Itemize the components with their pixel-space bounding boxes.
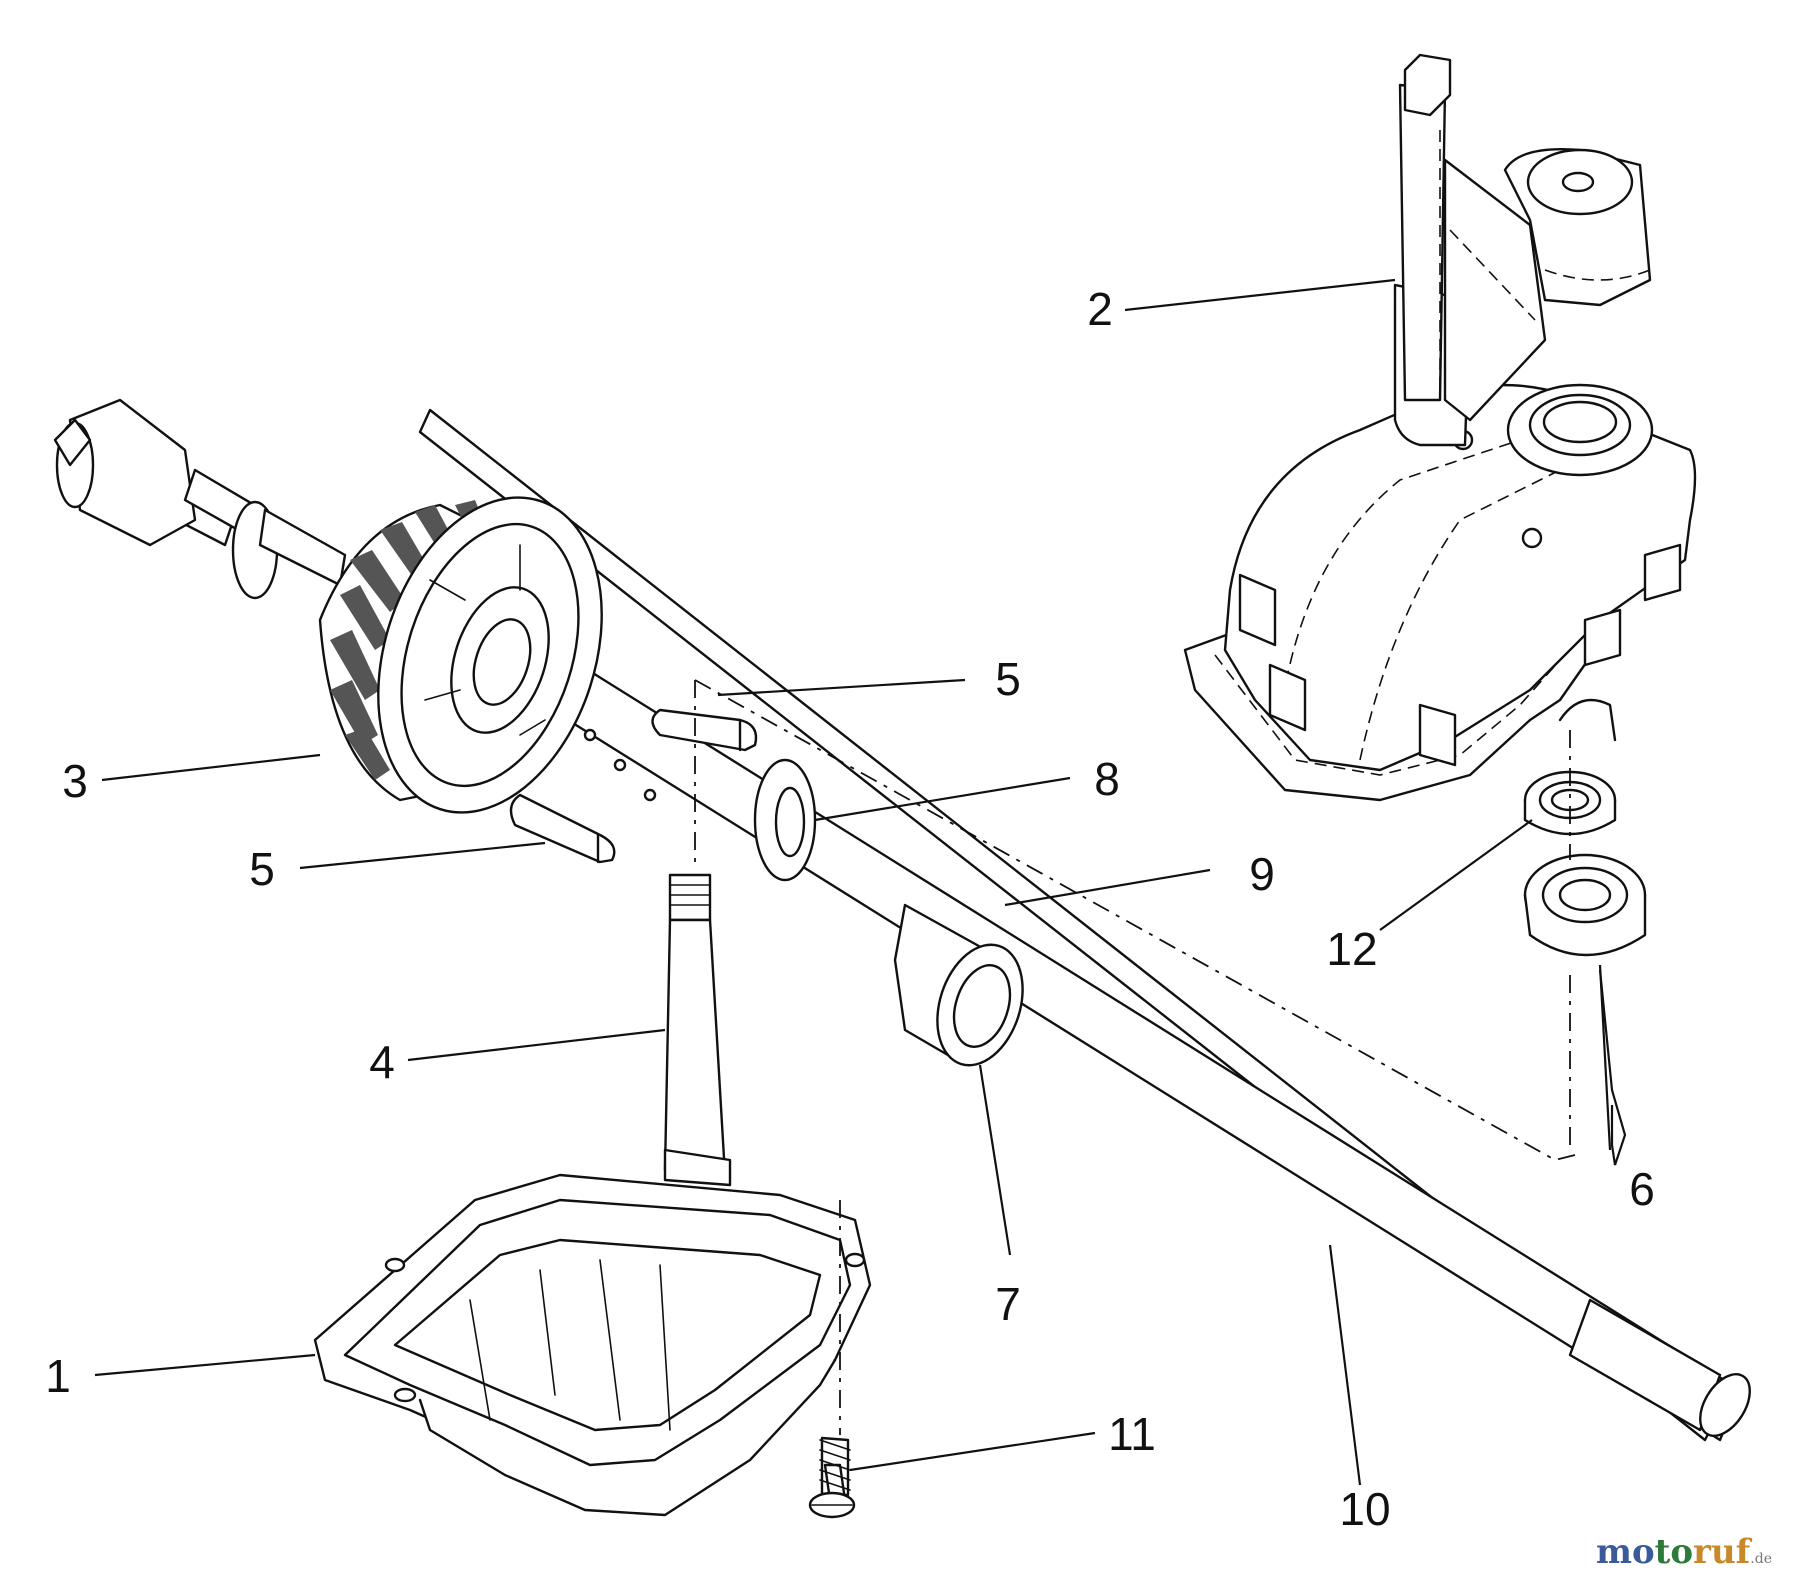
callout-6: 6	[1629, 1163, 1655, 1215]
assembly-center-lines	[694, 679, 1576, 1435]
bushing	[893, 903, 1024, 1067]
lower-gearbox-housing	[313, 1173, 872, 1517]
callout-5-upper: 5	[995, 653, 1021, 705]
callout-2: 2	[1087, 283, 1113, 335]
callout-10: 10	[1339, 1483, 1390, 1535]
callout-3: 3	[62, 755, 88, 807]
callout-4: 4	[369, 1036, 395, 1088]
callout-5-lower: 5	[249, 843, 275, 895]
callout-8: 8	[1094, 753, 1120, 805]
leader-lines	[94, 278, 1627, 1486]
thrust-washer	[753, 758, 817, 882]
upper-gearbox-housing	[1183, 53, 1697, 802]
key-upper	[651, 708, 758, 752]
spiral-gear	[318, 496, 603, 814]
callout-1: 1	[45, 1350, 71, 1402]
callout-9: 9	[1249, 848, 1275, 900]
left-shaft-end	[53, 398, 347, 600]
callout-12: 12	[1326, 923, 1377, 975]
callout-7: 7	[995, 1278, 1021, 1330]
axle-shaft	[418, 408, 1751, 1442]
large-bearing	[1523, 853, 1647, 957]
screw	[808, 1436, 856, 1519]
callout-labels: 1 2 3 4 5 5 6 7 8 9 10 11 12	[45, 283, 1655, 1535]
watermark-logo: motoruf.de	[1595, 1532, 1772, 1572]
key-lower	[509, 793, 616, 864]
callout-11: 11	[1108, 1408, 1156, 1460]
